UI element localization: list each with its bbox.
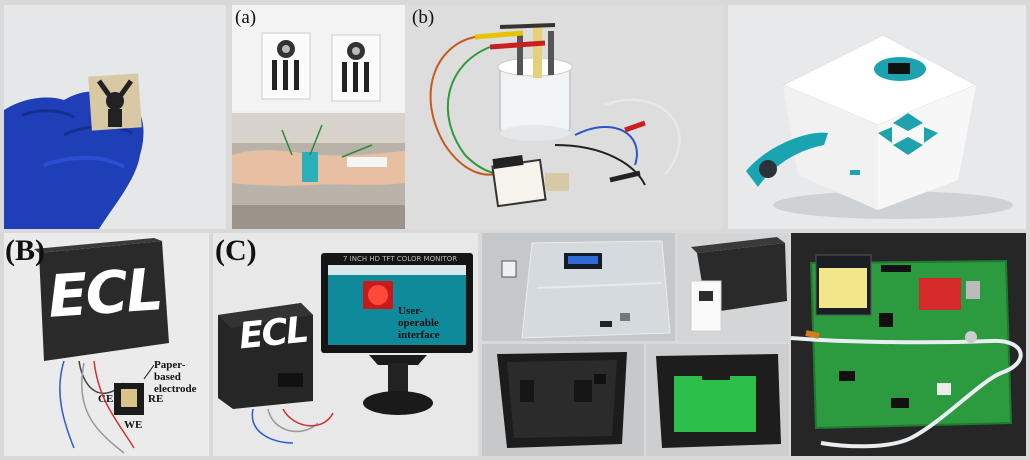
photo-transparent-case [482, 233, 675, 341]
panel-label-B: (B) [5, 234, 45, 267]
photo-panel-C: ECL 7 INCH HD TFT COLOR MONITOR User-ope… [213, 233, 478, 456]
photo-portable-device [728, 5, 1026, 229]
electrode-label-re: RE [148, 393, 164, 405]
electrode-label-we: WE [124, 419, 143, 431]
photo-gloved-hand-electrode [4, 5, 226, 229]
photo-black-case-insert [677, 233, 789, 341]
ecl-logo-B: ECL [45, 255, 164, 331]
photo-circuit-board [791, 233, 1026, 456]
ecl-logo-C: ECL [237, 309, 309, 358]
user-interface-annotation: User-operable interface [398, 305, 440, 341]
photo-case-green-board [646, 344, 789, 456]
electrode-label-ce: CE [98, 393, 114, 405]
panel-label-b: (b) [412, 7, 435, 28]
photo-panel-a: (a) [232, 5, 405, 229]
panel-label-a: (a) [235, 7, 257, 28]
monitor-header-text: 7 INCH HD TFT COLOR MONITOR [343, 255, 458, 263]
photo-panel-b: (b) [405, 5, 723, 229]
paper-electrode-annotation: Paper-based electrode [154, 359, 197, 395]
photo-panel-B: ECL (B) Paper-based electrode CE RE WE [4, 233, 209, 456]
panel-label-C: (C) [215, 234, 257, 267]
photo-open-black-case [482, 344, 644, 456]
